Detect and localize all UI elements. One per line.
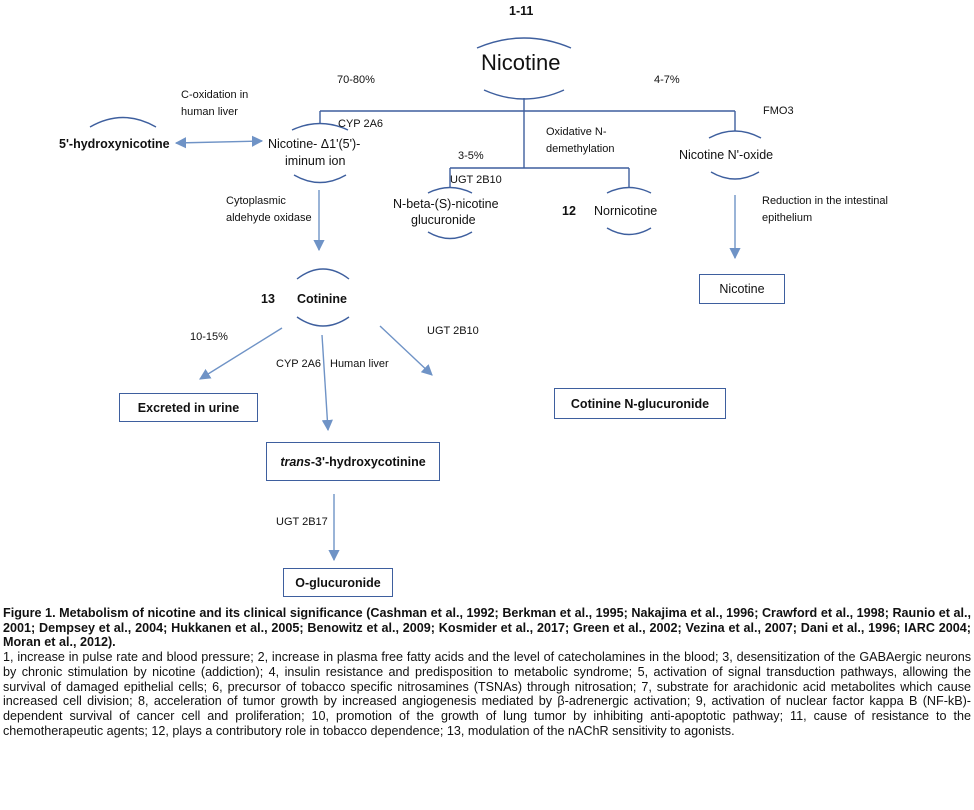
nicotine-n-oxide-node: Nicotine N'-oxide	[679, 148, 774, 162]
arrow-cotinine-urine	[199, 327, 283, 380]
pct-4-7: 4-7%	[654, 74, 680, 86]
caption-body: 1, increase in pulse rate and blood pres…	[3, 650, 971, 738]
cotinine-top-arc	[296, 268, 350, 280]
o-glucuronide-box: O-glucuronide	[283, 568, 393, 597]
arrow-cotinine-trans	[321, 334, 333, 432]
number-13: 13	[261, 292, 275, 306]
reduction-label: Reduction in the intestinal epithelium	[762, 195, 888, 225]
hydroxynicotine-arc	[89, 116, 157, 128]
nicotine-top-arc	[476, 37, 572, 49]
nornicotine-bottom-arc	[606, 227, 652, 236]
nicotine-title: Nicotine	[481, 50, 561, 75]
fmo3-label: FMO3	[763, 105, 794, 117]
trans-prefix: trans	[280, 454, 311, 469]
cyp2a6-bottom-label: CYP 2A6	[276, 358, 322, 370]
nornicotine-node: Nornicotine	[594, 204, 658, 218]
cotinine-node: Cotinine	[297, 292, 347, 306]
ugt2b10-top-label: UGT 2B10	[450, 174, 502, 186]
cotinine-n-glucuronide-box: Cotinine N-glucuronide	[554, 388, 726, 419]
oxidative-label: Oxidative N- demethylation	[546, 126, 615, 156]
iminium-top-arc	[291, 122, 349, 131]
ugt2b17-label: UGT 2B17	[276, 516, 328, 528]
arrow-5hydroxy-iminium	[174, 135, 264, 149]
nicotine-bottom-arc	[483, 89, 565, 100]
glucuronide-node: N-beta-(S)-nicotine glucuronide	[393, 197, 499, 227]
noxide-bottom-arc	[710, 171, 760, 180]
hydroxynicotine-5-node: 5'-hydroxynicotine	[59, 137, 170, 151]
c-oxidation-label: C-oxidation in human liver	[181, 89, 249, 119]
cyp2a6-top-label: CYP 2A6	[338, 118, 384, 130]
nornicotine-top-arc	[606, 186, 652, 194]
excreted-in-urine-box: Excreted in urine	[119, 393, 258, 422]
glucuronide-bottom-arc	[427, 231, 473, 240]
noxide-top-arc	[708, 130, 762, 139]
iminium-bottom-arc	[293, 174, 347, 184]
nicotine-box: Nicotine	[699, 274, 785, 304]
cytoplasmic-label: Cytoplasmic aldehyde oxidase	[226, 195, 312, 225]
figure-caption: Figure 1. Metabolism of nicotine and its…	[3, 606, 971, 738]
pct-3-5: 3-5%	[458, 150, 484, 162]
iminium-node: Nicotine- Δ1'(5')- iminum ion	[268, 137, 361, 168]
caption-title: Figure 1. Metabolism of nicotine and its…	[3, 606, 971, 650]
arrow-cotinine-ngluc	[379, 325, 433, 376]
number-12: 12	[562, 204, 576, 218]
pct-10-15: 10-15%	[190, 331, 228, 343]
ugt2b10-bottom-label: UGT 2B10	[427, 325, 479, 337]
trans-hydroxycotinine-box: trans-3'-hydroxycotinine	[266, 442, 440, 481]
cotinine-bottom-arc	[296, 316, 350, 327]
pathway-diagram	[89, 37, 762, 562]
human-liver-label: Human liver	[330, 358, 389, 370]
trans-rest: -3'-hydroxycotinine	[310, 454, 426, 469]
pct-70-80: 70-80%	[337, 74, 375, 86]
numbers-1-11: 1-11	[509, 4, 534, 18]
